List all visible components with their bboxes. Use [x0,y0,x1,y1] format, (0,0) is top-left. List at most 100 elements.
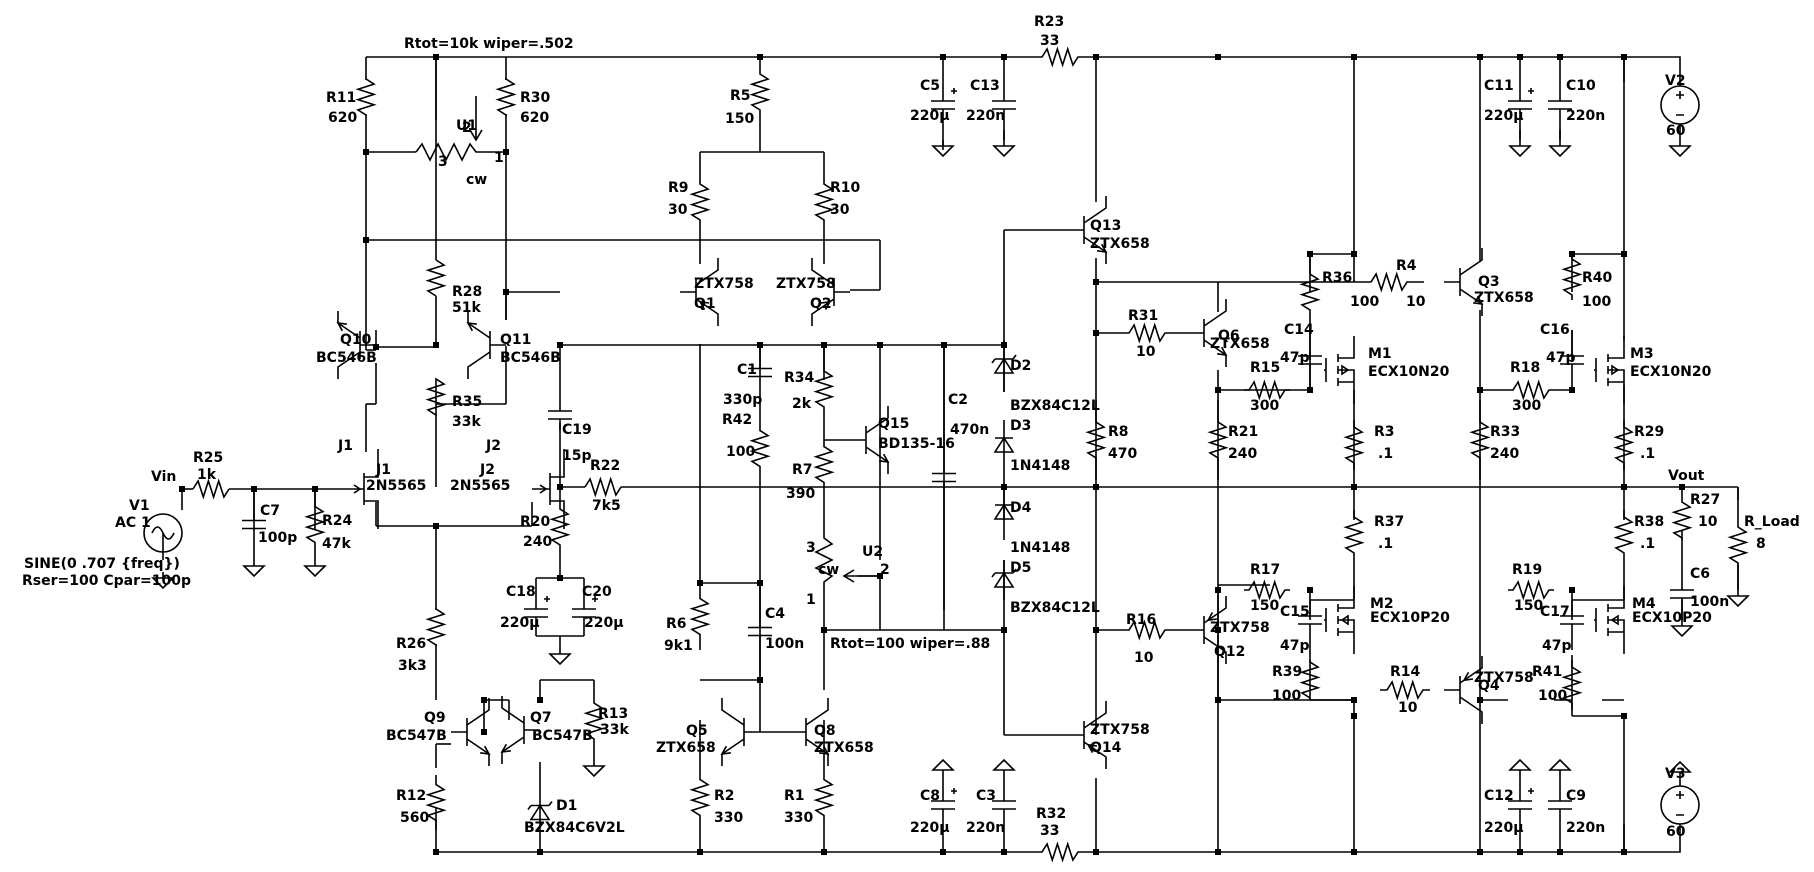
label-r35: R35 [452,394,482,410]
junction [1477,849,1483,855]
q15-transistor [850,406,890,474]
label-j2: J2 [485,438,501,454]
label-r14-val: 10 [1398,700,1418,716]
junction [1477,54,1483,60]
label-q9: Q9 [424,710,446,726]
label-q1-part: ZTX758 [694,276,754,292]
junction [940,54,946,60]
label-r41-val: 100 [1538,688,1567,704]
r25-resistor [192,478,230,500]
label-r32-val: 33 [1040,823,1059,839]
junction [1001,54,1007,60]
r12-resistor [425,775,447,830]
label-r39: R39 [1272,664,1302,680]
junction [1215,697,1221,703]
junction [557,575,563,581]
label-r36: R36 [1322,270,1352,286]
r42-resistor [749,425,771,472]
label-r20: R20 [520,514,551,530]
q8-transistor [790,698,830,766]
r30-resistor [495,77,517,117]
label-m3: M3 [1630,346,1654,362]
q7-transistor [500,696,540,764]
d3-diode [993,420,1015,470]
junction [251,486,257,492]
ground-symbol [582,760,606,778]
label-r11: R11 [326,90,356,106]
label-r41: R41 [1532,664,1562,680]
label-q12: Q12 [1214,644,1245,660]
junction [757,342,763,348]
q3-transistor [1444,248,1484,316]
r38-resistor [1613,510,1635,560]
label-r39-val: 100 [1272,688,1301,704]
supply-arrow-symbol [1508,758,1532,780]
junction [433,849,439,855]
label-r34: R34 [784,370,815,386]
junction [1351,697,1357,703]
label-c15-val: 47p [1280,638,1310,654]
label-c13-val: 220n [966,108,1005,124]
junction [1093,484,1099,490]
label-r7-val: 390 [786,486,815,502]
label-r7: R7 [792,462,813,478]
label-cw: cw [818,562,839,578]
r37-resistor [1343,510,1365,560]
ground-symbol [1668,140,1692,158]
c19-capacitor [548,400,572,430]
ground-symbol [548,648,572,666]
label-v2: V2 [1665,73,1686,89]
r19-resistor [1508,579,1554,601]
label-m3-part: ECX10N20 [1630,364,1712,380]
r4-resistor [1354,271,1424,293]
m1-mosfet [1324,336,1355,404]
junction [1569,387,1575,393]
label-m1: M1 [1368,346,1392,362]
label-r16-val: 10 [1134,650,1154,666]
label-c8-val: 220µ [910,820,950,836]
r28-resistor [425,259,447,297]
ground-symbol [242,560,266,578]
junction [1621,251,1627,257]
q9-transistor [451,698,491,766]
d2-zener [991,340,1017,392]
r39-resistor [1299,660,1321,700]
junction [1621,849,1627,855]
c3-capacitor [992,780,1016,830]
label-sine: SINE(0 .707 {freq}) [24,556,180,572]
c8-capacitor [931,780,957,830]
label-r17: R17 [1250,562,1280,578]
label-c19: C19 [562,422,592,438]
label-r24-val: 47k [322,536,351,552]
label-rload: R_Load [1744,514,1800,530]
label-r37: R37 [1374,514,1404,530]
label-c15: C15 [1280,604,1310,620]
r7-resistor [813,440,835,489]
label-c20: C20 [582,584,612,600]
label-r22: R22 [590,458,620,474]
c15-capacitor [1298,590,1322,650]
junction [1093,279,1099,285]
label-q1: Q1 [694,296,716,312]
label-c13: C13 [970,78,1000,94]
label-c5-val: 220µ [910,108,950,124]
r2-resistor [689,775,711,820]
label-v3: V3 [1665,766,1686,782]
junction [1351,713,1357,719]
label-pin3: 3 [438,154,448,170]
q6-transistor [1188,299,1228,367]
label-q11-part: BC546B [500,350,561,366]
label-r32: R32 [1036,806,1066,822]
label-c8: C8 [920,788,940,804]
label-r1-val: 330 [784,810,813,826]
r18-resistor [1508,379,1554,401]
label-pin2: 2 [462,120,472,136]
c11-capacitor [1508,70,1534,140]
label-r28-val: 51k [452,300,481,316]
junction [697,580,703,586]
label-c17-val: 47p [1542,638,1572,654]
label-r18-val: 300 [1512,398,1541,414]
label-c2-val: 470n [950,422,989,438]
junction [557,484,563,490]
label-r9: R9 [668,180,689,196]
